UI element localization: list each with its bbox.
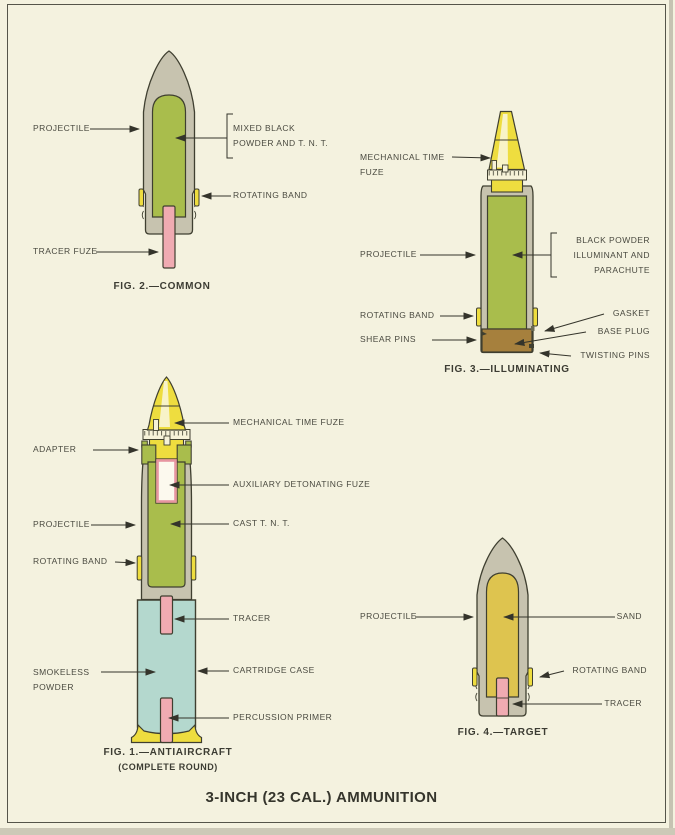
page-title: 3-INCH (23 CAL.) AMMUNITION [205,789,438,806]
fig3-label-mtf-line1: MECHANICAL TIME [360,152,445,162]
fig1-label-cartridge-case: CARTRIDGE CASE [233,665,315,675]
fig4-label-sand: SAND [616,611,642,621]
fig2-label-filler: MIXED BLACK POWDER AND T. N. T. [233,121,328,151]
scan-edge-right [669,0,673,835]
fig4-caption: FIG. 4.—TARGET [457,727,549,738]
fig3-label-filler-line2: ILLUMINANT AND [573,250,650,260]
fig1-caption-line1: FIG. 1.—ANTIAIRCRAFT [103,747,233,758]
fig3-label-gasket: GASKET [612,308,650,318]
fig2-label-tracer-fuze: TRACER FUZE [33,246,98,256]
fig2-label-filler-line1: MIXED BLACK [233,123,296,133]
fig4-shell-drawing [472,537,533,717]
fig1-label-smokeless-line1: SMOKELESS [33,667,90,677]
scan-edge-bottom [0,828,675,835]
fig3-shell-drawing [476,110,538,354]
fig1-label-mechanical-time-fuze: MECHANICAL TIME FUZE [233,417,345,427]
fig4-label-projectile: PROJECTILE [360,611,417,621]
fig3-label-rotating-band: ROTATING BAND [360,310,435,320]
fig1-leader-lines [91,419,229,722]
fig3-label-filler-line1: BLACK POWDER [576,235,650,245]
fig2-leader-lines [90,113,233,256]
fig3-label-shear-pins: SHEAR PINS [360,334,416,344]
fig4-label-rotating-band: ROTATING BAND [572,665,647,675]
fig3-label-twisting-pins: TWISTING PINS [580,350,650,360]
fig3-label-filler: BLACK POWDER ILLUMINANT AND PARACHUTE [573,233,650,278]
fig1-label-adapter: ADAPTER [33,444,77,454]
fig1-label-projectile: PROJECTILE [33,519,90,529]
fig1-label-rotating-band: ROTATING BAND [33,556,108,566]
fig1-label-smokeless-line2: POWDER [33,682,74,692]
fig3-filler-bracket [550,232,557,278]
fig1-shell-drawing [130,376,203,744]
fig3-caption: FIG. 3.—ILLUMINATING [444,364,570,375]
fig4-label-tracer: TRACER [604,698,642,708]
fig2-shell-drawing [138,50,200,269]
fig1-label-percussion-primer: PERCUSSION PRIMER [233,712,333,722]
fig3-label-projectile: PROJECTILE [360,249,417,259]
fig1-label-smokeless-powder: SMOKELESS POWDER [33,665,90,695]
fig1-label-cast-tnt: CAST T. N. T. [233,518,290,528]
fig1-label-auxiliary-detonating-fuze: AUXILIARY DETONATING FUZE [233,479,371,489]
fig2-filler-bracket [226,113,233,159]
fig3-label-mechanical-time-fuze: MECHANICAL TIME FUZE [360,150,445,180]
fig3-leader-lines [420,154,605,358]
fig2-caption: FIG. 2.—COMMON [113,281,211,292]
fig3-label-mtf-line2: FUZE [360,167,384,177]
fig3-label-filler-line3: PARACHUTE [594,265,650,275]
fig1-label-tracer: TRACER [233,613,271,623]
fig2-label-projectile: PROJECTILE [33,123,90,133]
fig2-label-filler-line2: POWDER AND T. N. T. [233,138,329,148]
fig2-label-rotating-band: ROTATING BAND [233,190,308,200]
fig1-caption-line2: (COMPLETE ROUND) [118,762,218,772]
fig3-label-base-plug: BASE PLUG [597,326,650,336]
fig4-leader-lines [415,613,615,708]
